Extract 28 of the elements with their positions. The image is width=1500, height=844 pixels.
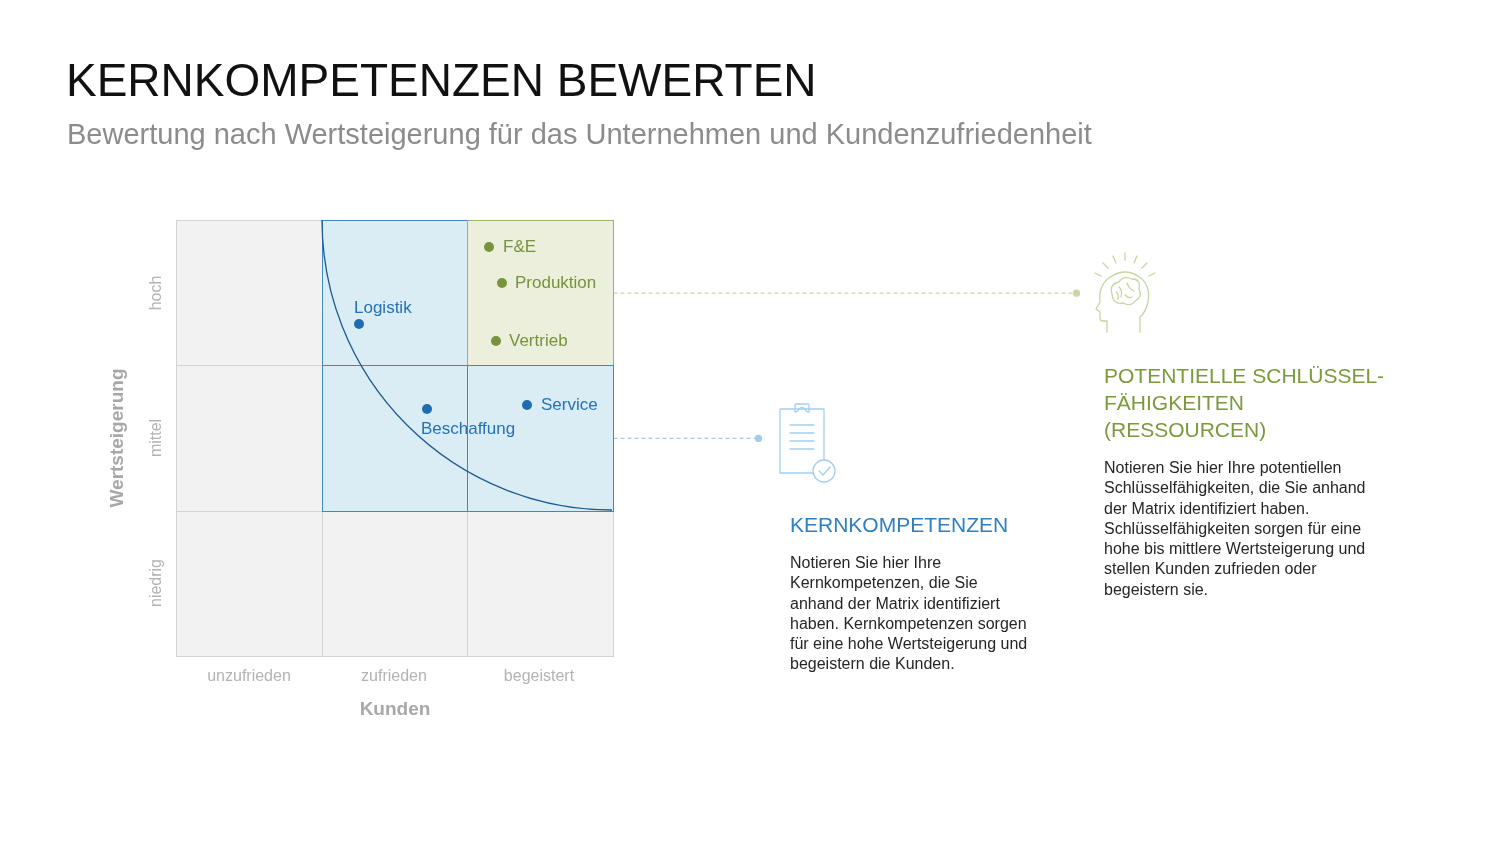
axis-title: Kunden [359, 696, 431, 720]
point-label: F&E [503, 237, 537, 257]
matrix-cell [467, 510, 614, 657]
section-heading: KERNKOMPETENZEN [790, 512, 1010, 538]
matrix-cell [467, 220, 614, 367]
axis-tick-label: begeistert [503, 665, 575, 685]
description-text: Notieren Sie hier Ihre potentiellen Schlüsselfähigkeiten, die Sie anhand der Matrix identifiziert haben. Schlüsselfähigkeiten sorgen für eine hohe bis mittlere Wertsteigerung und stellen Kunden zufrieden oder begeistern sie. [1104, 458, 1367, 600]
axis-tick-label: niedrig [145, 559, 165, 607]
leader-line [612, 289, 1081, 297]
matrix-cell [321, 510, 468, 657]
section-heading: POTENTIELLE SCHLÜSSEL- FÄHIGKEITEN (RESSOURCEN) [1104, 363, 1386, 443]
point-label: Service [541, 395, 598, 415]
matrix-cell [321, 220, 468, 367]
axis-tick-label: zufrieden [361, 665, 427, 685]
matrix-cell [176, 365, 323, 512]
point-label: Produktion [515, 273, 597, 293]
point-label: Vertrieb [509, 331, 568, 351]
matrix-cell [176, 220, 323, 367]
axis-tick-label: unzufrieden [207, 665, 291, 685]
matrix-cell [176, 510, 323, 657]
point-label: Logistik [354, 298, 412, 318]
page-title: KERNKOMPETENZEN BEWERTEN [66, 53, 817, 108]
axis-tick-label: hoch [145, 275, 165, 311]
leader-line [612, 434, 763, 443]
description-text: Notieren Sie hier Ihre Kernkompetenzen, die Sie anhand der Matrix identifiziert haben. Kernkompetenzen sorgen für eine hohe Wertsteigerung und begeistern die Kunden. [790, 553, 1029, 675]
axis-tick-label: mittel [145, 418, 165, 458]
axis-title: Wertsteigerung [104, 368, 128, 508]
subtitle: Bewertung nach Wertsteigerung für das Unternehmen und Kundenzufriedenheit [67, 117, 1092, 152]
